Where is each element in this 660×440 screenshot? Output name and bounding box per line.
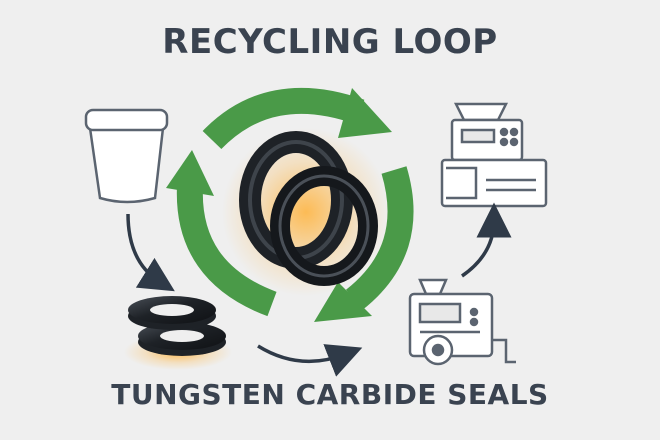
seal-rings-icon: [124, 296, 232, 370]
arrow-to-press: [257, 344, 363, 377]
diagram-title: RECYCLING LOOP: [162, 22, 498, 62]
press-machine-icon: [408, 278, 516, 366]
mill-machine-icon: [440, 102, 548, 208]
recycle-arrows-icon: [166, 87, 414, 322]
container-icon: [84, 108, 169, 204]
arrow-to-mill: [461, 202, 512, 278]
arrow-to-seals: [126, 213, 175, 292]
diagram-subtitle: TUNGSTEN CARBIDE SEALS: [111, 378, 549, 411]
carbide-ring-icon: [222, 128, 390, 296]
